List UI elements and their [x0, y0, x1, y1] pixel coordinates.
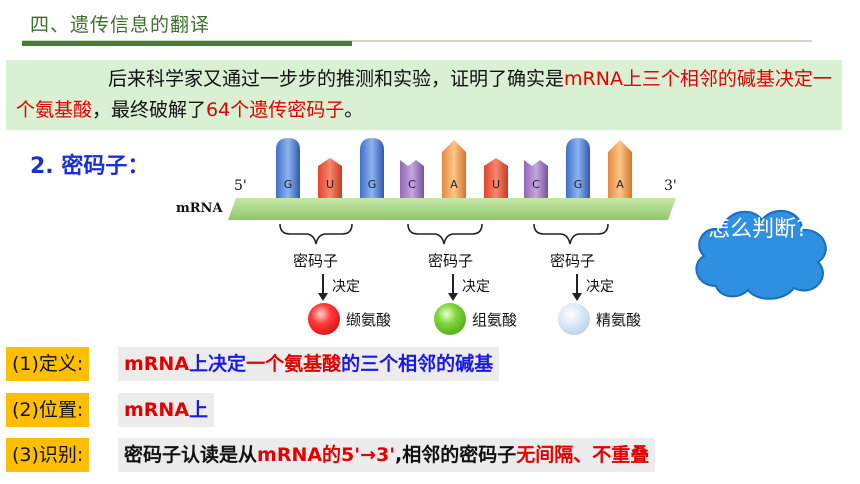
section-title: 2. 密码子：: [30, 154, 150, 179]
amino-acid-2: 组氨酸: [472, 311, 518, 329]
base-letter: A: [616, 178, 624, 191]
intro-highlight-2: 64个遗传密码子: [206, 99, 345, 121]
def-seg: 一个氨基酸: [246, 353, 342, 375]
base-letter: C: [532, 178, 540, 191]
amino-acid-3: 精氨酸: [596, 311, 642, 329]
def-seg: 三个相邻的碱基: [360, 353, 494, 375]
base-letter: G: [368, 178, 377, 191]
codon-braces: [279, 223, 609, 245]
slide-title: 四、遗传信息的翻译: [30, 14, 211, 36]
base-c1: [400, 160, 424, 198]
base-letter: C: [408, 178, 416, 191]
amino-acid-ball-red: [308, 303, 340, 335]
position-label: (2)位置:: [6, 393, 90, 427]
definition-row: (1)定义:: [6, 347, 90, 381]
intro-highlight-1: mRNA上三个相邻的碱基决定一个氨基酸: [16, 68, 832, 121]
intro-part1: 后来科学家又通过一步步的推测和实验，证明了确实是: [108, 68, 565, 90]
def-seg: mRNA: [124, 353, 190, 375]
base-a1: [442, 140, 466, 198]
base-u2: [484, 158, 508, 198]
definition-value-3: 密码子认读是从mRNA的5'→3',相邻的密码子无间隔、不重叠: [118, 438, 656, 472]
codon-label-1: 密码子: [293, 252, 339, 270]
base-g1: [276, 138, 300, 198]
intro-part5: 。: [344, 99, 364, 121]
position-row: (2)位置:: [6, 393, 90, 427]
arrow-head-2: [448, 293, 458, 301]
decide-label-2: 决定: [462, 279, 490, 295]
intro-box: [6, 60, 842, 130]
amino-acid-1: 缬氨酸: [346, 311, 392, 329]
def-seg: 密码子认读是从: [124, 444, 258, 466]
def-seg: mRNA的5'→3': [257, 444, 396, 466]
base-letter: G: [574, 178, 583, 191]
codon-label-2: 密码子: [428, 252, 474, 270]
amino-acid-ball-green: [434, 303, 466, 335]
base-u1: [318, 158, 342, 198]
base-g3: [566, 138, 590, 198]
decide-label-3: 决定: [586, 279, 614, 295]
def-seg: ,相邻的密码子: [395, 444, 517, 466]
base-g2: [360, 138, 384, 198]
title-underline: [22, 40, 812, 42]
recognition-label: (3)识别:: [6, 438, 90, 472]
codon-label-3: 密码子: [550, 252, 596, 270]
three-prime-label: 3': [664, 178, 677, 194]
intro-part3: ，最终破解了: [92, 99, 207, 121]
recognition-row: (3)识别:: [6, 438, 90, 472]
base-letter: U: [326, 178, 334, 191]
definition-value-1: mRNA上决定一个氨基酸的三个相邻的碱基: [118, 347, 500, 381]
arrow-head-3: [572, 293, 582, 301]
mrna-backbone: [228, 198, 676, 220]
thought-cloud: [695, 210, 827, 300]
arrow-head-1: [318, 293, 328, 301]
base-letter: A: [450, 178, 458, 191]
mrna-strand-diagram: G U G C A U C G A: [228, 138, 676, 245]
title-accent-bar: [22, 41, 352, 46]
def-seg: 上: [189, 399, 209, 421]
base-letter: U: [492, 178, 500, 191]
arrow-shaft-2: [452, 274, 454, 296]
five-prime-label: 5': [234, 178, 247, 194]
decide-label-1: 决定: [332, 279, 360, 295]
def-seg: mRNA: [124, 399, 190, 421]
def-seg: 上决定: [189, 353, 247, 375]
amino-acid-ball-blue: [558, 303, 590, 335]
def-seg: 无间隔、不重叠: [516, 444, 650, 466]
intro-text: 后来科学家又通过一步步的推测和实验，证明了确实是mRNA上三个相邻的碱基决定一个…: [16, 64, 836, 126]
definition-value-2: mRNA上: [118, 393, 215, 427]
base-c2: [524, 160, 548, 198]
def-seg: 的: [341, 353, 361, 375]
definition-label: (1)定义:: [6, 347, 90, 381]
cloud-text: 怎么判断?: [708, 217, 808, 242]
arrow-shaft-1: [322, 274, 324, 296]
mrna-label: mRNA: [176, 201, 223, 216]
arrow-shaft-3: [576, 274, 578, 296]
base-a2: [608, 140, 632, 198]
base-letter: G: [284, 178, 293, 191]
